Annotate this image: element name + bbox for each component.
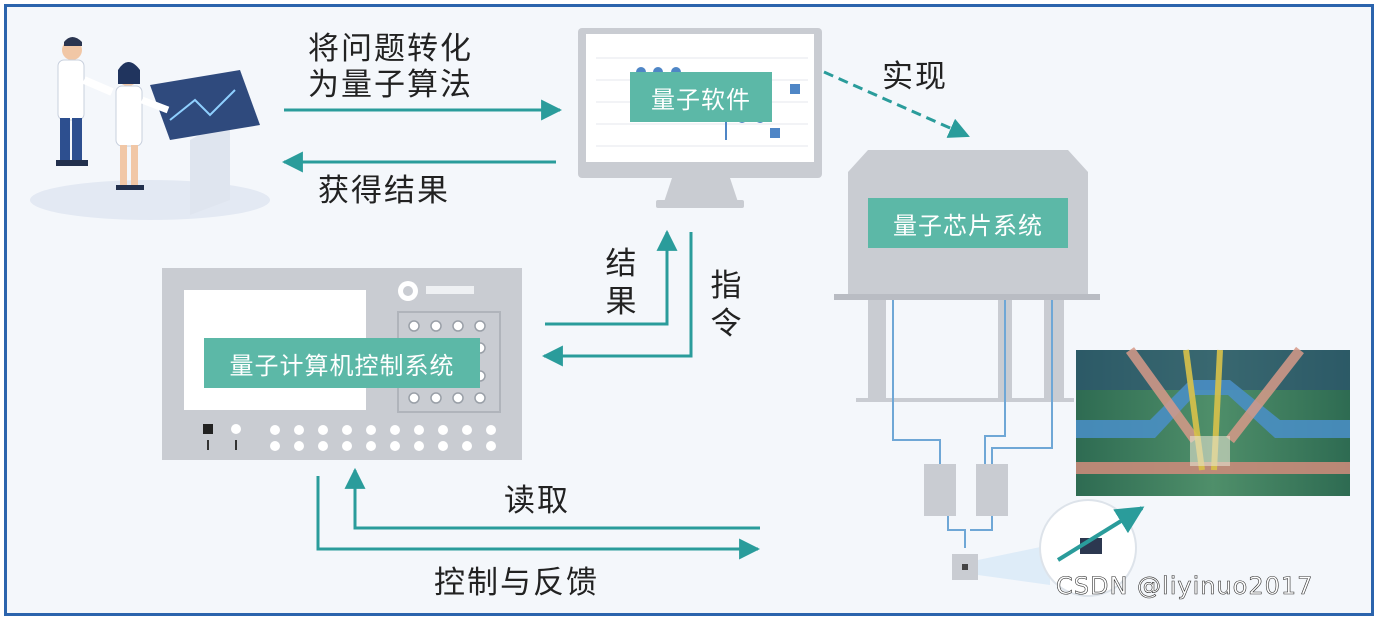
label-result-vertical-2: 果 [605, 284, 637, 320]
arrow-result-up [545, 229, 678, 326]
label-realize: 实现 [882, 59, 948, 95]
label-to-algorithm-line2: 为量子算法 [308, 67, 473, 103]
scientists-illustration [30, 37, 270, 220]
watermark: CSDN @liyinuo2017 [1056, 572, 1314, 601]
chip-system-box: 量子芯片系统 [868, 198, 1068, 248]
control-system-box: 量子计算机控制系统 [204, 338, 480, 388]
label-control-feedback: 控制与反馈 [434, 565, 599, 601]
arrow-realize [823, 70, 970, 138]
label-result-vertical-1: 结 [605, 246, 637, 282]
label-read: 读取 [504, 483, 570, 519]
software-box: 量子软件 [630, 72, 772, 122]
label-to-algorithm-line1: 将问题转化 [308, 31, 473, 67]
arrow-read [344, 467, 760, 530]
arrow-instruction-down [541, 232, 693, 367]
arrow-control-feedback [316, 476, 761, 560]
label-instruction-vertical-2: 令 [710, 306, 742, 342]
chip-magnifier-badge [1039, 499, 1145, 597]
label-instruction-vertical-1: 指 [710, 268, 742, 304]
chip-micrograph [1076, 346, 1350, 496]
label-get-result: 获得结果 [318, 173, 450, 209]
